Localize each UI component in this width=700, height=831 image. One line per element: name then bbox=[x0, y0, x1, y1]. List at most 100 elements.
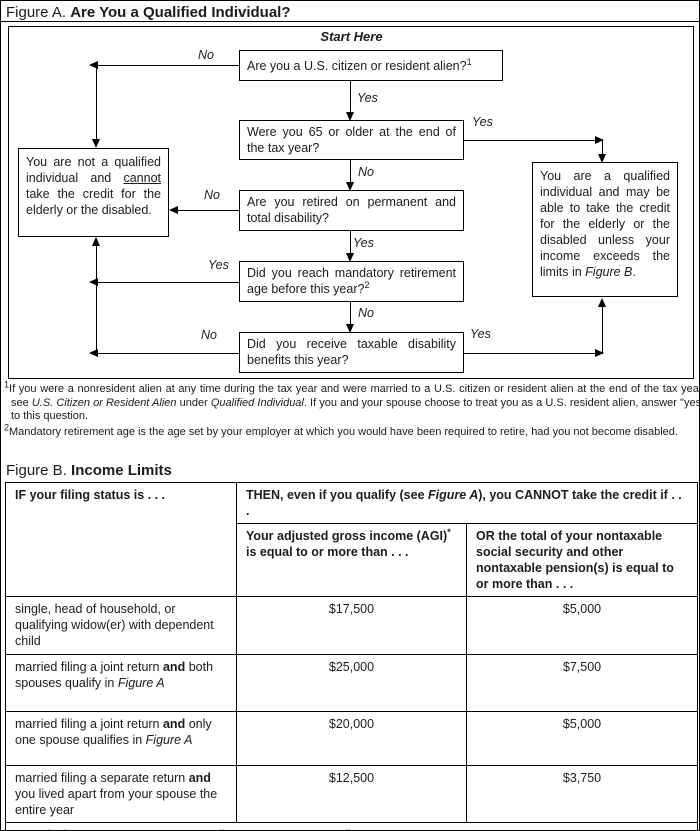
header-cell-nontaxable: OR the total of your nontaxable social s… bbox=[466, 523, 698, 597]
status-cell: married filing a separate return and you… bbox=[5, 765, 237, 823]
table-row: single, head of household, or qualifying… bbox=[5, 596, 698, 655]
agi-header-text-2: is equal to or more than . . . bbox=[246, 545, 409, 559]
line-q4-no bbox=[350, 302, 351, 324]
title-a-underline bbox=[1, 21, 699, 22]
qualified-figure-b-ref: Figure B bbox=[585, 265, 633, 279]
figure-b-label: Figure B. bbox=[6, 462, 67, 479]
label-no-q3: No bbox=[204, 188, 220, 202]
footnote-1-italic-1: U.S. Citizen or Resident Alien bbox=[31, 396, 177, 409]
q1-text: Are you a U.S. citizen or resident alien… bbox=[247, 59, 467, 73]
footnote-1-italic-2: Qualified Individual bbox=[210, 396, 304, 409]
flowchart-box-not-qualified: You are not a qualified individual and c… bbox=[18, 148, 169, 237]
table-row: married filing a separate return and you… bbox=[5, 765, 698, 823]
label-no-q5: No bbox=[201, 328, 217, 342]
line-q5-yes-rise bbox=[602, 306, 603, 354]
line-q2-yes-drop bbox=[602, 140, 603, 155]
agi-footnote-ref: * bbox=[447, 526, 451, 537]
arrowhead-q4-yes-icon bbox=[89, 278, 98, 286]
status-text-2: both spouses qualify in bbox=[15, 660, 214, 690]
status-cell: married filing a joint return and both s… bbox=[5, 654, 237, 712]
figure-b-title: Figure B. Income Limits bbox=[6, 462, 172, 479]
arrowhead-q1-yes-icon bbox=[346, 112, 354, 121]
line-q3-no bbox=[177, 210, 239, 211]
then-text-1: THEN, even if you qualify (see bbox=[246, 488, 428, 502]
status-bold: and bbox=[162, 660, 186, 674]
qualified-text-1: You are a qualified individual and may b… bbox=[540, 169, 670, 279]
figure-a-label: Figure A. bbox=[6, 4, 67, 21]
flowchart-box-q5: Did you receive taxable disability benef… bbox=[239, 332, 464, 373]
nontaxable-value-cell: $7,500 bbox=[466, 654, 698, 712]
table-footnote-row: * AGI is the amount on Form 1040A, line … bbox=[5, 822, 698, 830]
agi-header-text-1: Your adjusted gross income (AGI) bbox=[246, 529, 448, 543]
q1-footnote-ref: 1 bbox=[466, 56, 472, 67]
label-no-q4: No bbox=[358, 306, 374, 320]
arrowhead-q2-no-icon bbox=[346, 182, 354, 191]
then-figure-a-ref: Figure A bbox=[428, 488, 479, 502]
status-cell: married filing a joint return and only o… bbox=[5, 711, 237, 766]
agi-footnote: * AGI is the amount on Form 1040A, line … bbox=[5, 822, 698, 830]
label-yes-q4: Yes bbox=[208, 258, 229, 272]
agi-value-cell: $17,500 bbox=[236, 596, 467, 655]
arrowhead-into-not-qualified-top-icon bbox=[92, 139, 100, 148]
arrowhead-q3-yes-icon bbox=[346, 253, 354, 262]
q4-text: Did you reach mandatory retirement age b… bbox=[247, 266, 456, 296]
not-qualified-text-2: take the credit for the elderly or the d… bbox=[26, 187, 161, 217]
nontaxable-value-cell: $5,000 bbox=[466, 596, 698, 655]
then-text-2: ), you CANNOT take the credit if . . . bbox=[246, 488, 682, 518]
q2-text: Were you 65 or older at the end of the t… bbox=[247, 125, 456, 155]
figure-a-heading: Are You a Qualified Individual? bbox=[70, 4, 291, 21]
agi-value-cell: $12,500 bbox=[236, 765, 467, 823]
footnote-1: 1If you were a nonresident alien at any … bbox=[4, 380, 700, 424]
not-qualified-cannot: cannot bbox=[123, 171, 161, 185]
footnote-1-text-2: under bbox=[176, 396, 211, 409]
flowchart-box-q3: Are you retired on permanent and total d… bbox=[239, 190, 464, 231]
table-row: married filing a joint return and only o… bbox=[5, 711, 698, 766]
q3-text: Are you retired on permanent and total d… bbox=[247, 195, 456, 225]
footnote-1-text-1: If you were a nonresident alien at any t… bbox=[9, 383, 700, 409]
flowchart-box-q2: Were you 65 or older at the end of the t… bbox=[239, 120, 464, 160]
status-text-2: you lived apart from your spouse the ent… bbox=[15, 787, 218, 817]
arrowhead-into-qualified-bottom-icon bbox=[598, 298, 606, 307]
income-limits-table: IF your filing status is . . . THEN, eve… bbox=[5, 482, 698, 830]
arrowhead-q5-no-icon bbox=[89, 349, 98, 357]
figure-a-title: Figure A. Are You a Qualified Individual… bbox=[6, 4, 291, 21]
footnote-1-text-3: . If you and your spouse choose to treat… bbox=[11, 396, 700, 423]
not-qualified-text-1: You are not a qualified individual and bbox=[26, 155, 161, 185]
status-text: single, head of household, or qualifying… bbox=[15, 602, 214, 648]
line-q2-no bbox=[350, 160, 351, 182]
line-q1-no bbox=[98, 65, 239, 66]
arrowhead-q3-no-icon bbox=[169, 206, 178, 214]
line-spine-lower-left bbox=[96, 245, 97, 354]
header-cell-filing-status: IF your filing status is . . . bbox=[5, 482, 237, 597]
line-spine-upper-left bbox=[96, 65, 97, 139]
line-q5-no bbox=[98, 353, 239, 354]
status-text: married filing a joint return bbox=[15, 660, 163, 674]
agi-value-cell: $25,000 bbox=[236, 654, 467, 712]
label-yes-q2: Yes bbox=[472, 115, 493, 129]
footnote-2-text: Mandatory retirement age is the age set … bbox=[9, 426, 678, 438]
line-q2-yes bbox=[464, 140, 598, 141]
arrowhead-into-qualified-top-icon bbox=[598, 154, 606, 163]
flowchart-box-qualified: You are a qualified individual and may b… bbox=[532, 162, 678, 297]
arrowhead-q1-no-left-icon bbox=[89, 61, 98, 69]
figure-b-heading: Income Limits bbox=[71, 462, 172, 479]
status-italic: Figure A bbox=[117, 676, 165, 690]
q4-footnote-ref: 2 bbox=[364, 279, 370, 290]
status-text: married filing a joint return bbox=[15, 717, 163, 731]
line-q3-yes bbox=[350, 231, 351, 253]
line-q4-yes bbox=[98, 282, 239, 283]
q5-text: Did you receive taxable disability benef… bbox=[247, 337, 456, 367]
arrowhead-q5-yes-corner-icon bbox=[595, 349, 604, 357]
label-yes-q3: Yes bbox=[353, 236, 374, 250]
header-cell-agi: Your adjusted gross income (AGI)* is equ… bbox=[236, 523, 467, 597]
footnote-2: 2Mandatory retirement age is the age set… bbox=[4, 423, 699, 440]
label-yes-q5: Yes bbox=[470, 327, 491, 341]
status-bold: and bbox=[162, 717, 186, 731]
footnote-1-marker: 1 bbox=[4, 379, 10, 390]
start-here-label: Start Here bbox=[320, 29, 383, 44]
header-cell-then: THEN, even if you qualify (see Figure A)… bbox=[236, 482, 698, 524]
arrowhead-into-not-qualified-bottom-icon bbox=[92, 237, 100, 246]
table-row: married filing a joint return and both s… bbox=[5, 654, 698, 712]
label-no-q1: No bbox=[198, 48, 214, 62]
